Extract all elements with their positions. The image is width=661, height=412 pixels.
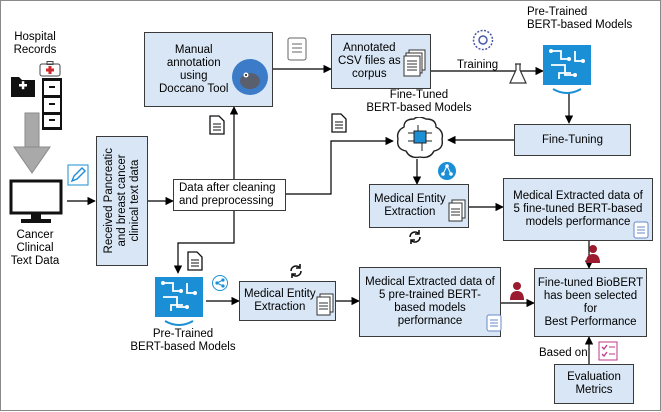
neural-circuit-icon-bottom (155, 277, 203, 326)
report-document-icon-top (633, 221, 649, 239)
flask-icon (509, 63, 527, 84)
manual-annotation-text: Manual annotation using Doccano Tool (159, 43, 229, 95)
finetuned-performance-box: Medical Extracted data of 5 fine-tuned B… (503, 178, 653, 241)
pretrained-performance-box: Medical Extracted data of 5 pre-trained … (359, 267, 501, 337)
checklist-icon (598, 341, 618, 361)
based-on-label: Based on (539, 347, 588, 359)
finetuned-models-label: Fine-Tuned BERT-based Models (366, 89, 472, 114)
share-nodes-icon (212, 275, 228, 291)
received-clinical-data-box: Received Pancreatic and breast cancer cl… (96, 136, 148, 266)
user-icon-middle (510, 282, 524, 300)
stacked-documents-icon-bottom (316, 293, 334, 316)
received-clinical-data-text: Received Pancreatic and breast cancer cl… (102, 148, 141, 254)
form-document-icon (287, 37, 307, 61)
stacked-documents-icon-top (448, 199, 466, 222)
finetuned-performance-text: Medical Extracted data of 5 fine-tuned B… (513, 190, 643, 228)
annotated-csv-box: Annotated CSV files as corpus (331, 34, 431, 89)
training-label: Training (457, 59, 499, 71)
fine-tuning-text: Fine-Tuning (542, 133, 603, 146)
medical-entity-top-text: Medical Entity Extraction (374, 193, 446, 218)
refresh-icon-top (409, 230, 421, 244)
filing-cabinet-icon (42, 78, 62, 130)
stacked-documents-icon (403, 49, 426, 77)
network-nodes-icon (438, 162, 456, 180)
evaluation-metrics-box: Evaluation Metrics (554, 364, 634, 404)
refresh-icon-bottom (290, 264, 302, 278)
cancer-text-label: Cancer Clinical Text Data (10, 229, 60, 267)
fine-tuning-box: Fine-Tuning (514, 124, 631, 156)
neural-circuit-icon-top (543, 45, 591, 94)
biobert-selected-box: Fine-tuned BioBERT has been selected for… (534, 268, 647, 337)
ai-brain-chip-icon (396, 117, 444, 159)
gray-down-arrow (13, 112, 51, 174)
report-document-icon-bottom (486, 314, 502, 332)
pretrained-models-bottom-label: Pre-Trained BERT-based Models (130, 328, 236, 353)
data-cleaning-text: Data after cleaning and preprocessing (179, 182, 276, 207)
pretrained-models-top-label: Pre-Trained BERT-based Models (527, 6, 633, 31)
arrow-clean-to-finetuned (286, 136, 394, 195)
biobert-selected-text: Fine-tuned BioBERT has been selected for… (537, 276, 644, 328)
hospital-records-label: Hospital Records (13, 31, 57, 56)
pretrained-performance-text: Medical Extracted data of 5 pre-trained … (365, 276, 495, 327)
pencil-edit-icon (67, 164, 89, 186)
computer-monitor-icon (9, 179, 63, 223)
medical-entity-bottom-text: Medical Entity Extraction (244, 288, 316, 313)
document-icon-center (331, 113, 347, 133)
data-cleaning-box: Data after cleaning and preprocessing (173, 179, 286, 211)
first-aid-kit-icon (39, 61, 61, 77)
doccano-logo-icon (232, 59, 268, 95)
document-icon-left (209, 115, 225, 135)
annotated-csv-text: Annotated CSV files as corpus (338, 42, 401, 80)
user-icon-right (586, 245, 600, 263)
arrow-clean-to-pretrained-bottom (173, 211, 235, 274)
document-icon-bottom (187, 251, 203, 271)
folder-plus-icon (11, 77, 35, 97)
evaluation-metrics-text: Evaluation Metrics (567, 371, 621, 396)
gear-badge-icon (472, 29, 494, 51)
